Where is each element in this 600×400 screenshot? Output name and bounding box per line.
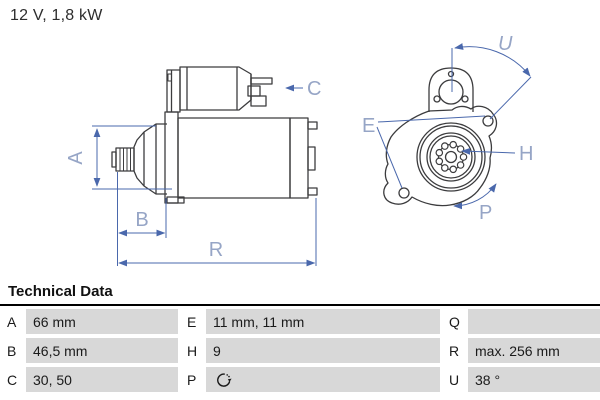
spec-key-e: E	[180, 309, 204, 334]
spec-key-p: P	[180, 367, 204, 392]
pinion-gear-front	[435, 140, 468, 174]
solenoid	[179, 66, 252, 111]
dim-label-a: A	[65, 151, 87, 165]
spec-value-a: 66 mm	[26, 309, 178, 334]
spec-key-u: U	[442, 367, 466, 392]
dim-label-h: H	[519, 143, 533, 165]
product-title: 12 V, 1,8 kW	[10, 7, 103, 24]
dimension-e	[376, 115, 486, 189]
mounting-hole-top-right	[482, 115, 494, 127]
dim-label-b: B	[135, 209, 148, 231]
top-bracket	[428, 67, 474, 112]
spec-key-q: Q	[442, 309, 466, 334]
dim-label-e: E	[362, 115, 375, 137]
spec-key-c: C	[0, 367, 24, 392]
dim-label-u: U	[498, 33, 513, 55]
spec-key-a: A	[0, 309, 24, 334]
starter-motor-side-view	[111, 66, 318, 204]
rotation-direction-icon	[217, 372, 232, 387]
dimension-h	[461, 147, 516, 155]
dimension-b	[117, 172, 167, 266]
solenoid-terminals	[247, 77, 273, 107]
dimension-p	[453, 183, 497, 210]
dimension-r	[118, 198, 317, 267]
mounting-hole-bottom-left	[398, 187, 410, 199]
dim-label-p: P	[479, 202, 492, 224]
spec-key-r: R	[442, 338, 466, 363]
spec-value-e: 11 mm, 11 mm	[206, 309, 440, 334]
spec-value-b: 46,5 mm	[26, 338, 178, 363]
starter-motor-flange-view	[383, 67, 498, 207]
flange-outline	[383, 105, 498, 207]
spec-key-b: B	[0, 338, 24, 363]
dim-label-r: R	[209, 239, 223, 261]
spec-value-h: 9	[206, 338, 440, 363]
spec-value-c: 30, 50	[26, 367, 178, 392]
dimension-a	[92, 125, 172, 190]
spec-value-q	[468, 309, 600, 334]
dimension-u	[451, 43, 532, 120]
motor-housing	[177, 117, 318, 199]
dim-label-c: C	[307, 78, 321, 100]
technical-data-heading: Technical Data	[0, 281, 600, 306]
spec-key-h: H	[180, 338, 204, 363]
spec-value-p	[206, 367, 440, 392]
solenoid-bracket	[166, 69, 181, 113]
pinion-gear	[111, 147, 135, 172]
drive-end-housing	[133, 123, 167, 195]
technical-data-table: A 66 mm E 11 mm, 11 mm Q B 46,5 mm H 9 R…	[0, 309, 600, 392]
spec-value-r: max. 256 mm	[468, 338, 600, 363]
technical-data-section: Technical Data A 66 mm E 11 mm, 11 mm Q …	[0, 281, 600, 392]
technical-drawing: A B R C	[65, 33, 533, 267]
bearing-rings	[416, 122, 486, 192]
spec-value-u: 38 °	[468, 367, 600, 392]
